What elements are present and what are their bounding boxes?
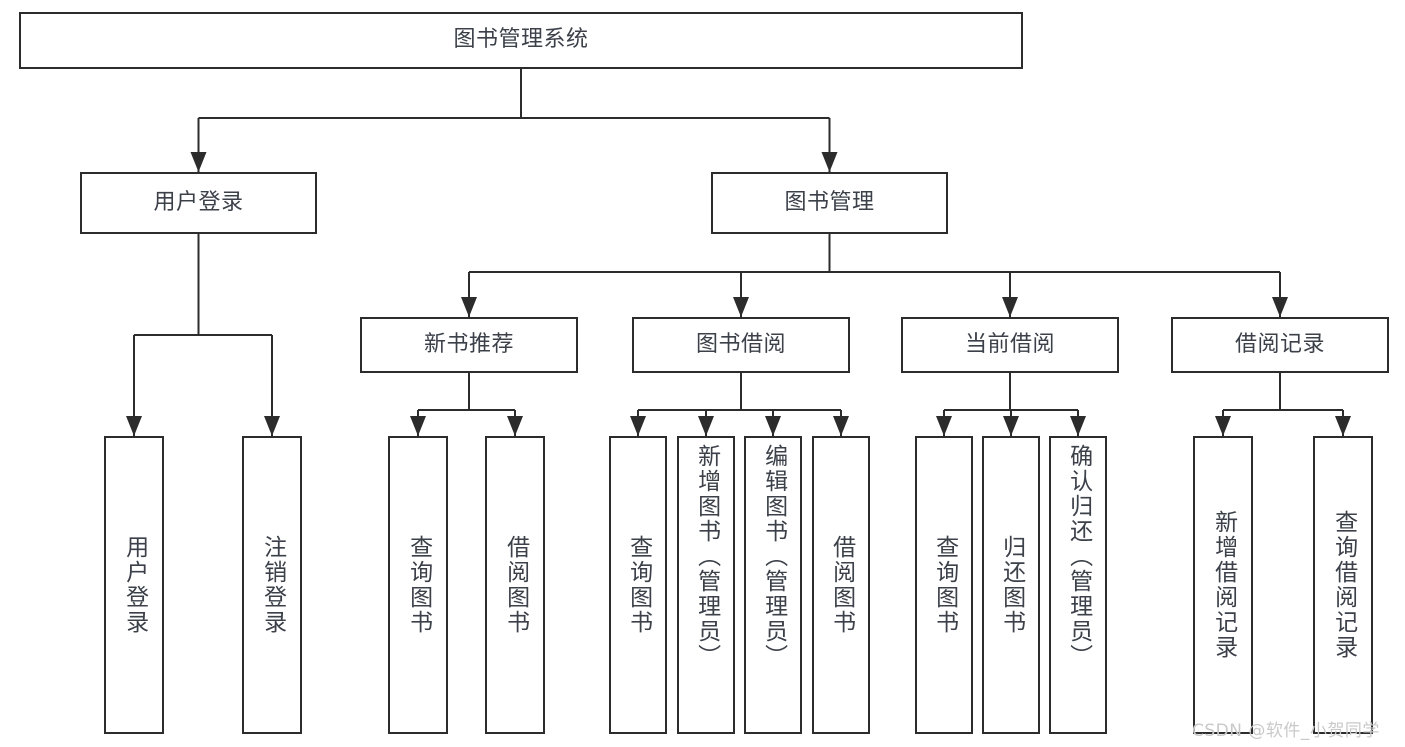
node-label: 图书管理系统 xyxy=(453,27,589,53)
arrow-head-icon xyxy=(1070,416,1086,436)
node-label: 用户登录 xyxy=(153,189,244,215)
arrow-head-icon xyxy=(630,416,646,436)
node-label: 确认归还（管理员） xyxy=(1065,444,1092,669)
arrow-head-icon xyxy=(410,416,426,436)
node-label: 查询借阅记录 xyxy=(1330,510,1357,660)
node-label: 借阅图书 xyxy=(828,535,855,635)
node-label: 归还图书 xyxy=(998,535,1025,635)
arrow-head-icon xyxy=(190,152,207,172)
watermark-label: CSDN @软件_小贺同学 xyxy=(1192,721,1380,741)
node-root[interactable]: 图书管理系统 xyxy=(19,12,1023,69)
node-borrow-record[interactable]: 借阅记录 xyxy=(1171,317,1389,373)
node-book-management[interactable]: 图书管理 xyxy=(711,172,948,234)
node-label: 图书借阅 xyxy=(695,331,786,357)
arrow-head-icon xyxy=(833,416,849,436)
node-label: 注销登录 xyxy=(259,535,286,635)
node-leaf-borrow-borrow-book[interactable]: 借阅图书 xyxy=(812,436,870,734)
node-leaf-user-logout[interactable]: 注销登录 xyxy=(242,436,302,734)
arrow-head-icon xyxy=(126,416,142,436)
node-label: 新增借阅记录 xyxy=(1210,510,1237,660)
connector-lines xyxy=(126,69,1351,436)
node-leaf-current-query-book[interactable]: 查询图书 xyxy=(915,436,973,734)
arrow-head-icon xyxy=(1002,297,1018,317)
arrow-head-icon xyxy=(698,416,714,436)
node-current-borrow[interactable]: 当前借阅 xyxy=(901,317,1119,373)
node-label: 新书推荐 xyxy=(423,331,514,357)
node-leaf-current-return-book[interactable]: 归还图书 xyxy=(982,436,1040,734)
node-user-login[interactable]: 用户登录 xyxy=(80,172,317,234)
node-label: 当前借阅 xyxy=(964,331,1055,357)
node-label: 图书管理 xyxy=(784,189,875,215)
node-label: 借阅记录 xyxy=(1234,331,1325,357)
node-leaf-record-query[interactable]: 查询借阅记录 xyxy=(1313,436,1373,734)
node-leaf-user-login[interactable]: 用户登录 xyxy=(104,436,164,734)
node-leaf-borrow-add-book[interactable]: 新增图书（管理员） xyxy=(677,436,735,734)
node-label: 查询图书 xyxy=(625,535,652,635)
arrow-head-icon xyxy=(461,297,477,317)
arrow-head-icon xyxy=(1335,416,1351,436)
arrow-head-icon xyxy=(733,297,749,317)
arrow-head-icon xyxy=(1215,416,1231,436)
node-leaf-recommend-borrow-book[interactable]: 借阅图书 xyxy=(485,436,545,734)
node-label: 查询图书 xyxy=(931,535,958,635)
node-label: 用户登录 xyxy=(121,535,148,635)
node-leaf-borrow-query-book[interactable]: 查询图书 xyxy=(609,436,667,734)
node-leaf-recommend-query-book[interactable]: 查询图书 xyxy=(388,436,448,734)
arrow-head-icon xyxy=(765,416,781,436)
node-label: 借阅图书 xyxy=(502,535,529,635)
node-label: 编辑图书（管理员） xyxy=(760,444,787,669)
node-leaf-record-add[interactable]: 新增借阅记录 xyxy=(1193,436,1253,734)
arrow-head-icon xyxy=(1003,416,1019,436)
node-leaf-borrow-edit-book[interactable]: 编辑图书（管理员） xyxy=(744,436,802,734)
arrow-head-icon xyxy=(507,416,523,436)
node-label: 新增图书（管理员） xyxy=(693,444,720,669)
node-new-book-recommend[interactable]: 新书推荐 xyxy=(360,317,578,373)
arrow-head-icon xyxy=(936,416,952,436)
arrow-head-icon xyxy=(821,152,838,172)
node-label: 查询图书 xyxy=(405,535,432,635)
arrow-head-icon xyxy=(1272,297,1288,317)
arrow-head-icon xyxy=(264,416,280,436)
node-book-borrow[interactable]: 图书借阅 xyxy=(632,317,850,373)
node-leaf-current-confirm-return[interactable]: 确认归还（管理员） xyxy=(1049,436,1107,734)
